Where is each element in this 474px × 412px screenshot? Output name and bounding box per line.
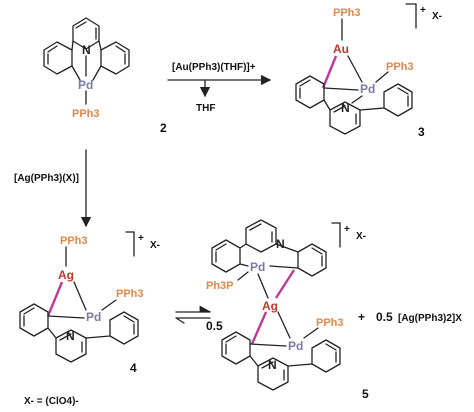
c2-nitrogen: N — [82, 43, 91, 57]
c2-number: 2 — [160, 121, 167, 135]
arrow-2-to-3: [Au(PPh3)(THF)]+ THF — [167, 62, 272, 114]
compound-3: PPh3 Au + X- Pd PPh3 N 3 — [295, 3, 442, 139]
c3-gold: Au — [333, 42, 349, 56]
c5-ligand-top: Ph3P — [206, 280, 234, 292]
c4-palladium: Pd — [86, 310, 101, 324]
c5-counterion: X- — [356, 231, 366, 242]
c4-silver: Ag — [58, 268, 74, 282]
c5-palladium-bottom: Pd — [288, 339, 303, 353]
c3-nitrogen: N — [341, 101, 350, 115]
thf-byproduct-label: THF — [196, 103, 215, 114]
c3-ligand-au: PPh3 — [333, 7, 361, 19]
c5-silver-bridge: Ag — [262, 299, 278, 313]
compound-5: + X- N Pd Ph3P Ag Pd PPh3 — [206, 219, 369, 401]
compound-4: PPh3 Ag + X- Pd PPh3 N 4 — [19, 231, 160, 375]
equilibrium-arrows — [175, 305, 212, 324]
c3-charge: + — [420, 5, 426, 16]
c4-charge: + — [138, 233, 144, 244]
c5-ligand-bottom: PPh3 — [316, 317, 344, 329]
c5-nitrogen-top: N — [276, 237, 285, 251]
c5-number: 5 — [362, 387, 369, 401]
au-reagent-label: [Au(PPh3)(THF)]+ — [172, 62, 256, 73]
c2-palladium: Pd — [78, 78, 93, 92]
c4-number: 4 — [130, 361, 137, 375]
c4-nitrogen: N — [66, 329, 75, 343]
c3-palladium: Pd — [360, 82, 375, 96]
coefficient-left: 0.5 — [206, 319, 223, 333]
c5-charge: + — [344, 224, 350, 235]
counterion-footnote: X- = (ClO4)- — [24, 396, 79, 407]
c3-number: 3 — [418, 125, 425, 139]
c4-ligand-ag: PPh3 — [60, 235, 88, 247]
c3-ligand-pd: PPh3 — [386, 61, 414, 73]
coefficient-right: 0.5 — [376, 310, 393, 324]
compound-2: N Pd PPh3 2 — [43, 17, 167, 135]
c4-counterion: X- — [150, 240, 160, 251]
c3-counterion: X- — [432, 11, 442, 22]
arrow-2-to-4: [Ag(PPh3)(X)] — [14, 149, 92, 228]
plus-sign: + — [358, 310, 365, 324]
byproduct-label: [Ag(PPh3)2]X — [398, 313, 462, 324]
ag-reagent-label: [Ag(PPh3)(X)] — [14, 173, 79, 184]
c2-ligand: PPh3 — [72, 108, 100, 120]
c5-nitrogen-bottom: N — [268, 358, 277, 372]
c4-ligand-pd: PPh3 — [116, 288, 144, 300]
c5-palladium-top: Pd — [250, 260, 265, 274]
